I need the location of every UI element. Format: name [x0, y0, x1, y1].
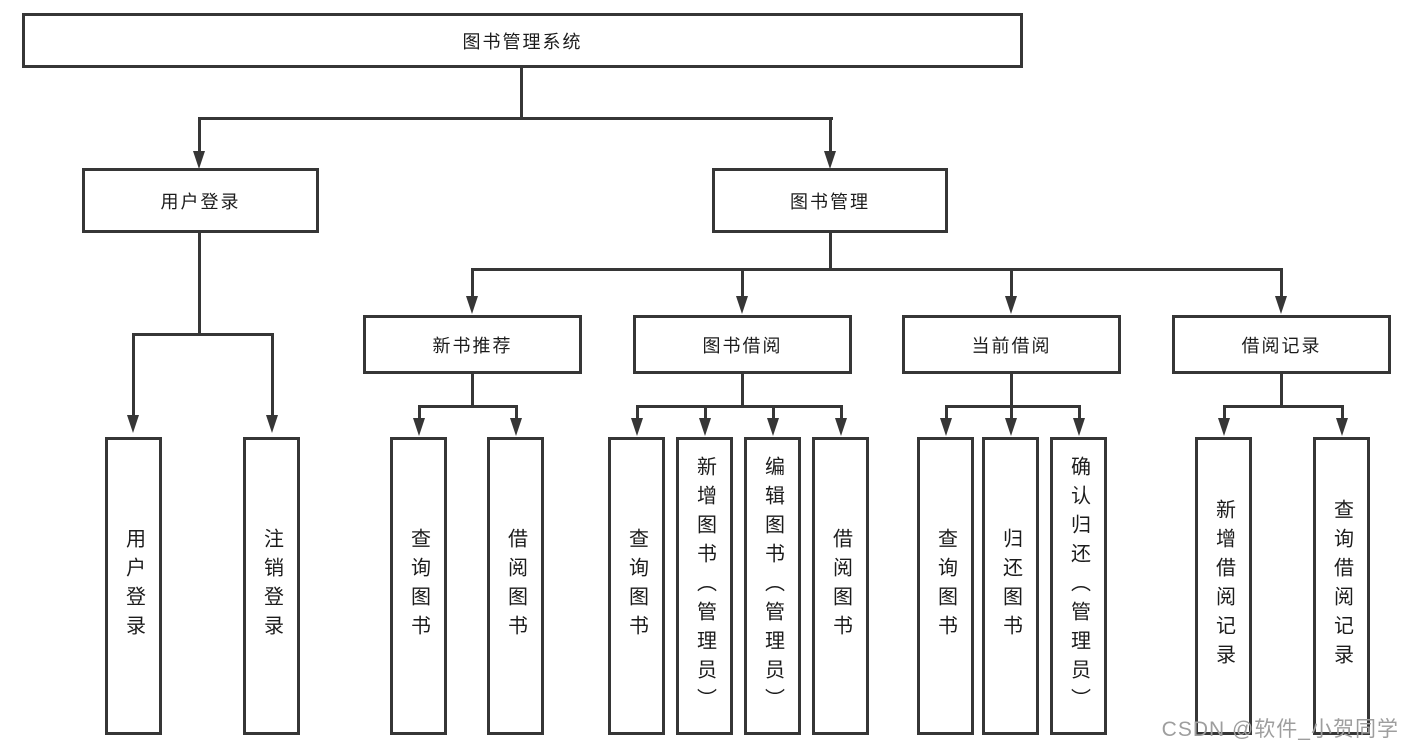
- connector-line: [520, 66, 523, 120]
- arrowhead-down-icon: [127, 415, 139, 433]
- watermark-text: CSDN @软件_小贺同学: [1161, 718, 1399, 741]
- connector-line: [471, 371, 474, 408]
- node-root-label: 图书管理系统: [462, 31, 583, 52]
- connector-line: [1078, 405, 1081, 419]
- arrowhead-down-icon: [193, 151, 205, 169]
- connector-line: [704, 405, 707, 419]
- connector-line: [471, 268, 1283, 271]
- node-user-login: 用户登录: [82, 168, 319, 233]
- connector-line: [636, 405, 639, 419]
- connector-line: [132, 333, 274, 336]
- connector-line: [636, 405, 843, 408]
- connector-line: [418, 405, 518, 408]
- leaf-label: 编辑图书（管理员）: [761, 455, 784, 717]
- node-new-book-recommend: 新书推荐: [363, 315, 582, 374]
- connector-line: [1280, 371, 1283, 408]
- leaf-borrow-book: 借阅图书: [812, 437, 869, 735]
- arrowhead-down-icon: [736, 296, 748, 314]
- node-label: 图书借阅: [702, 335, 783, 356]
- leaf-label: 注销登录: [260, 528, 283, 644]
- connector-line: [1010, 371, 1013, 408]
- connector-line: [1341, 405, 1344, 419]
- leaf-logout: 注销登录: [243, 437, 300, 735]
- connector-line: [741, 371, 744, 408]
- leaf-label: 新增图书（管理员）: [693, 455, 716, 717]
- leaf-label: 查询借阅记录: [1330, 499, 1353, 673]
- arrowhead-down-icon: [413, 418, 425, 436]
- leaf-label: 借阅图书: [829, 528, 852, 644]
- connector-line: [198, 231, 201, 336]
- arrowhead-down-icon: [1275, 296, 1287, 314]
- arrowhead-down-icon: [940, 418, 952, 436]
- connector-line: [418, 405, 421, 419]
- connector-line: [1223, 405, 1343, 408]
- connector-line: [1010, 405, 1013, 419]
- node-label: 图书管理: [790, 191, 870, 212]
- leaf-label: 借阅图书: [504, 528, 527, 644]
- node-book-borrow: 图书借阅: [633, 315, 852, 374]
- connector-line: [471, 268, 474, 296]
- node-root: 图书管理系统: [22, 13, 1023, 68]
- leaf-label: 确认归还（管理员）: [1067, 455, 1090, 717]
- leaf-label: 归还图书: [999, 528, 1022, 644]
- arrowhead-down-icon: [266, 415, 278, 433]
- leaf-label: 新增借阅记录: [1212, 499, 1235, 673]
- connector-line: [1280, 268, 1283, 296]
- arrowhead-down-icon: [824, 151, 836, 169]
- node-label: 借阅记录: [1241, 335, 1322, 356]
- node-label: 当前借阅: [971, 335, 1052, 356]
- arrowhead-down-icon: [510, 418, 522, 436]
- leaf-confirm-return-admin: 确认归还（管理员）: [1050, 437, 1107, 735]
- connector-line: [829, 117, 832, 151]
- node-label: 用户登录: [160, 191, 241, 212]
- leaf-label: 查询图书: [625, 528, 648, 644]
- leaf-add-borrow-record: 新增借阅记录: [1195, 437, 1252, 735]
- arrowhead-down-icon: [466, 296, 478, 314]
- connector-line: [198, 117, 833, 120]
- node-book-management: 图书管理: [712, 168, 948, 233]
- arrowhead-down-icon: [835, 418, 847, 436]
- connector-line: [515, 405, 518, 419]
- arrowhead-down-icon: [699, 418, 711, 436]
- connector-line: [271, 333, 274, 415]
- connector-line: [741, 268, 744, 296]
- connector-line: [1010, 268, 1013, 296]
- connector-line: [840, 405, 843, 419]
- connector-line: [829, 230, 832, 270]
- leaf-borrow-book: 借阅图书: [487, 437, 544, 735]
- arrowhead-down-icon: [1218, 418, 1230, 436]
- leaf-user-login: 用户登录: [105, 437, 162, 735]
- leaf-query-book: 查询图书: [390, 437, 447, 735]
- leaf-return-book: 归还图书: [982, 437, 1039, 735]
- connector-line: [132, 333, 135, 415]
- leaf-edit-book-admin: 编辑图书（管理员）: [744, 437, 801, 735]
- arrowhead-down-icon: [767, 418, 779, 436]
- connector-line: [1223, 405, 1226, 419]
- leaf-query-borrow-record: 查询借阅记录: [1313, 437, 1370, 735]
- leaf-label: 查询图书: [407, 528, 430, 644]
- node-label: 新书推荐: [432, 335, 513, 356]
- arrowhead-down-icon: [1073, 418, 1085, 436]
- node-current-borrow: 当前借阅: [902, 315, 1121, 374]
- leaf-label: 查询图书: [934, 528, 957, 644]
- leaf-query-book: 查询图书: [917, 437, 974, 735]
- arrowhead-down-icon: [1005, 418, 1017, 436]
- node-borrow-record: 借阅记录: [1172, 315, 1391, 374]
- arrowhead-down-icon: [631, 418, 643, 436]
- connector-line: [772, 405, 775, 419]
- leaf-query-book: 查询图书: [608, 437, 665, 735]
- leaf-label: 用户登录: [122, 528, 145, 644]
- arrowhead-down-icon: [1336, 418, 1348, 436]
- connector-line: [945, 405, 948, 419]
- leaf-add-book-admin: 新增图书（管理员）: [676, 437, 733, 735]
- connector-line: [198, 117, 201, 151]
- arrowhead-down-icon: [1005, 296, 1017, 314]
